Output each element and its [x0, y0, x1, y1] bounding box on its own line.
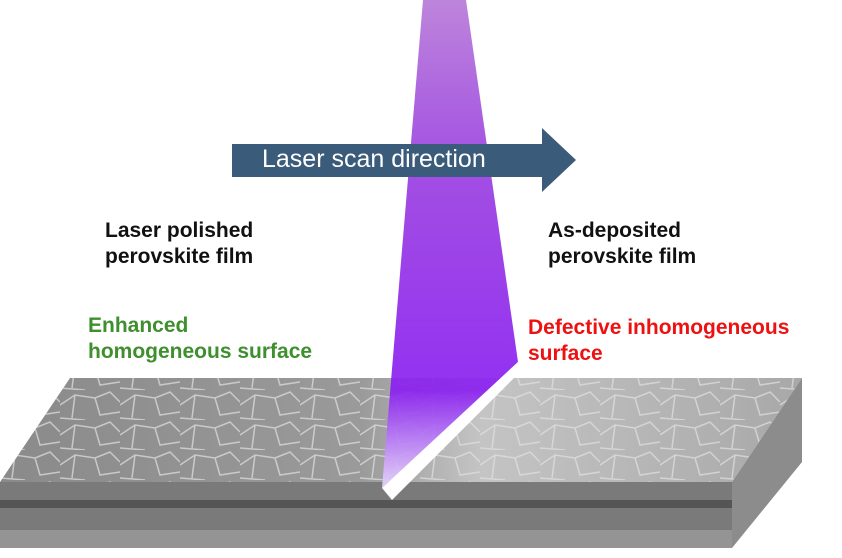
right-film-line2: perovskite film — [548, 245, 697, 268]
scan-direction-arrow — [232, 128, 576, 192]
left-film-label: Laser polished perovskite film — [105, 218, 253, 270]
left-surface-line1: Enhanced — [88, 314, 189, 337]
right-surface-line2: surface — [528, 342, 603, 365]
right-surface-line1: Defective inhomogeneous — [528, 316, 790, 339]
right-film-label: As-deposited perovskite film — [548, 218, 696, 270]
left-film-line1: Laser polished — [105, 219, 254, 242]
right-film-line1: As-deposited — [548, 219, 682, 242]
left-film-line2: perovskite film — [105, 245, 254, 268]
perovskite-film-slab — [0, 378, 802, 548]
scan-direction-label: Laser scan direction — [262, 145, 486, 173]
laser-beam — [382, 0, 522, 500]
right-surface-label: Defective inhomogeneous surface — [528, 315, 789, 367]
left-surface-label: Enhanced homogeneous surface — [88, 313, 312, 365]
left-surface-line2: homogeneous surface — [88, 340, 313, 363]
